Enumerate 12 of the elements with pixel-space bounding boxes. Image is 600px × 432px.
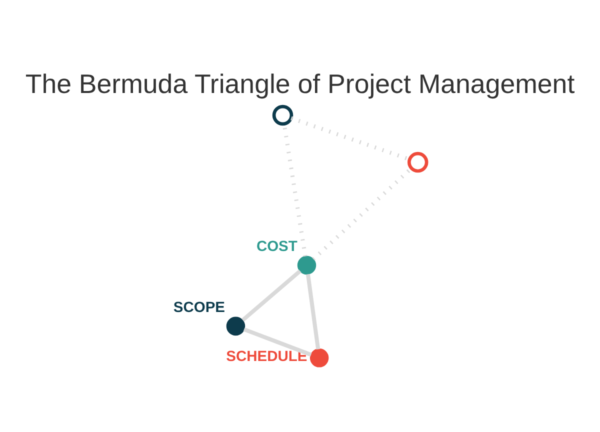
node-circle	[226, 316, 246, 336]
connector	[243, 326, 312, 356]
connector	[241, 268, 302, 322]
node-circle	[310, 348, 329, 367]
node-circle	[272, 104, 294, 126]
node-label: SCHEDULE	[226, 348, 308, 365]
connector	[306, 273, 320, 349]
node-circle	[297, 255, 316, 274]
node-label: COST	[256, 238, 298, 254]
diagram-title: The Bermuda Triangle of Project Management	[25, 68, 575, 99]
node-label: SCOPE	[173, 299, 225, 316]
node-circle	[407, 151, 428, 172]
